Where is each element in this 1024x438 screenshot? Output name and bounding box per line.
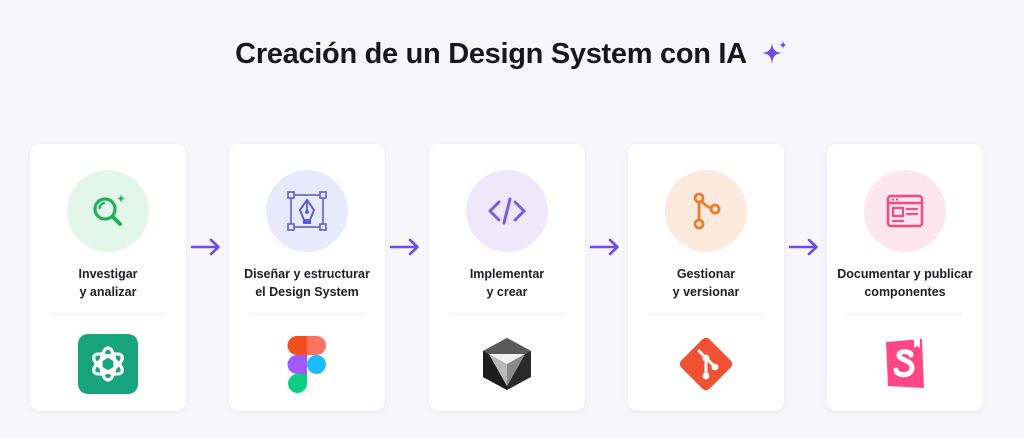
divider — [648, 313, 764, 314]
step-icon-circle — [665, 170, 747, 252]
figma-logo — [277, 334, 337, 394]
step-icon-circle — [266, 170, 348, 252]
browser-window-icon — [886, 194, 924, 228]
step-card-implement: Implementar y crear — [429, 144, 585, 411]
step-card-document: Documentar y publicar componentes — [827, 144, 983, 411]
divider — [449, 313, 565, 314]
step-icon-circle — [864, 170, 946, 252]
divider — [50, 313, 166, 314]
step-label: Diseñar y estructurar el Design System — [244, 267, 370, 299]
step-label: Investigar y analizar — [78, 267, 138, 299]
arrow-right-icon — [190, 238, 220, 256]
page-title: Creación de un Design System con IA — [235, 38, 747, 70]
arrow-right-icon — [788, 238, 818, 256]
git-logo — [676, 334, 736, 394]
divider — [249, 313, 365, 314]
cursor-logo — [477, 334, 537, 394]
search-sparkle-icon — [93, 194, 125, 226]
arrow-right-icon — [589, 238, 619, 256]
chatgpt-logo — [78, 334, 138, 394]
pen-tool-icon — [287, 191, 327, 231]
step-label: Gestionar y versionar — [672, 267, 740, 299]
header: Creación de un Design System con IA — [0, 38, 1024, 71]
git-branch-icon — [693, 192, 721, 230]
step-label: Implementar y crear — [469, 267, 545, 299]
code-icon — [488, 197, 526, 225]
sparkle-icon — [761, 40, 787, 64]
step-icon-circle — [67, 170, 149, 252]
step-card-research: Investigar y analizar — [30, 144, 186, 411]
arrow-right-icon — [389, 238, 419, 256]
storybook-logo — [875, 334, 935, 394]
step-icon-circle — [466, 170, 548, 252]
step-label: Documentar y publicar componentes — [837, 267, 973, 299]
divider — [847, 313, 963, 314]
step-card-manage: Gestionar y versionar — [628, 144, 784, 411]
step-card-design: Diseñar y estructurar el Design System — [229, 144, 385, 411]
